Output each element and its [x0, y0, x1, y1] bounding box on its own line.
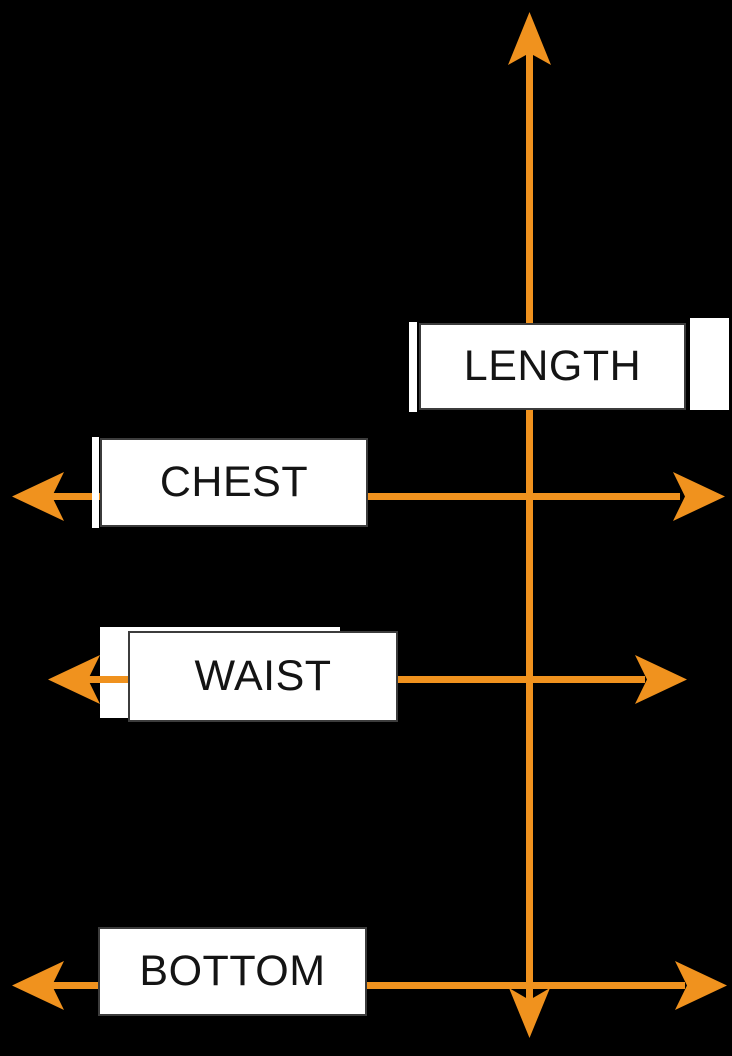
label-length: LENGTH [419, 323, 686, 410]
length-label-shadow-strip [409, 322, 417, 412]
label-chest: CHEST [100, 438, 368, 527]
arrow-left-icon [12, 961, 64, 1010]
waist-label-text: WAIST [194, 652, 332, 700]
chest-label-text: CHEST [159, 458, 309, 506]
arrow-left-icon [48, 655, 100, 704]
length-arrow-shaft [526, 46, 533, 1004]
length-label-side-block [690, 318, 729, 410]
length-vertical-arrow [508, 12, 551, 1038]
arrow-right-icon [635, 655, 687, 704]
bottom-label-text: BOTTOM [139, 947, 326, 995]
chest-label-shadow-strip [92, 437, 99, 528]
bottom-arrow-shaft [50, 982, 685, 989]
bottom-horizontal-arrow [12, 961, 727, 1010]
arrow-up-icon [508, 12, 551, 65]
label-bottom: BOTTOM [98, 927, 367, 1016]
arrow-right-icon [673, 472, 725, 521]
label-waist: WAIST [128, 631, 398, 722]
length-label-text: LENGTH [463, 342, 642, 390]
arrow-down-icon [509, 988, 550, 1038]
arrow-left-icon [12, 472, 64, 521]
arrow-right-icon [675, 961, 727, 1010]
